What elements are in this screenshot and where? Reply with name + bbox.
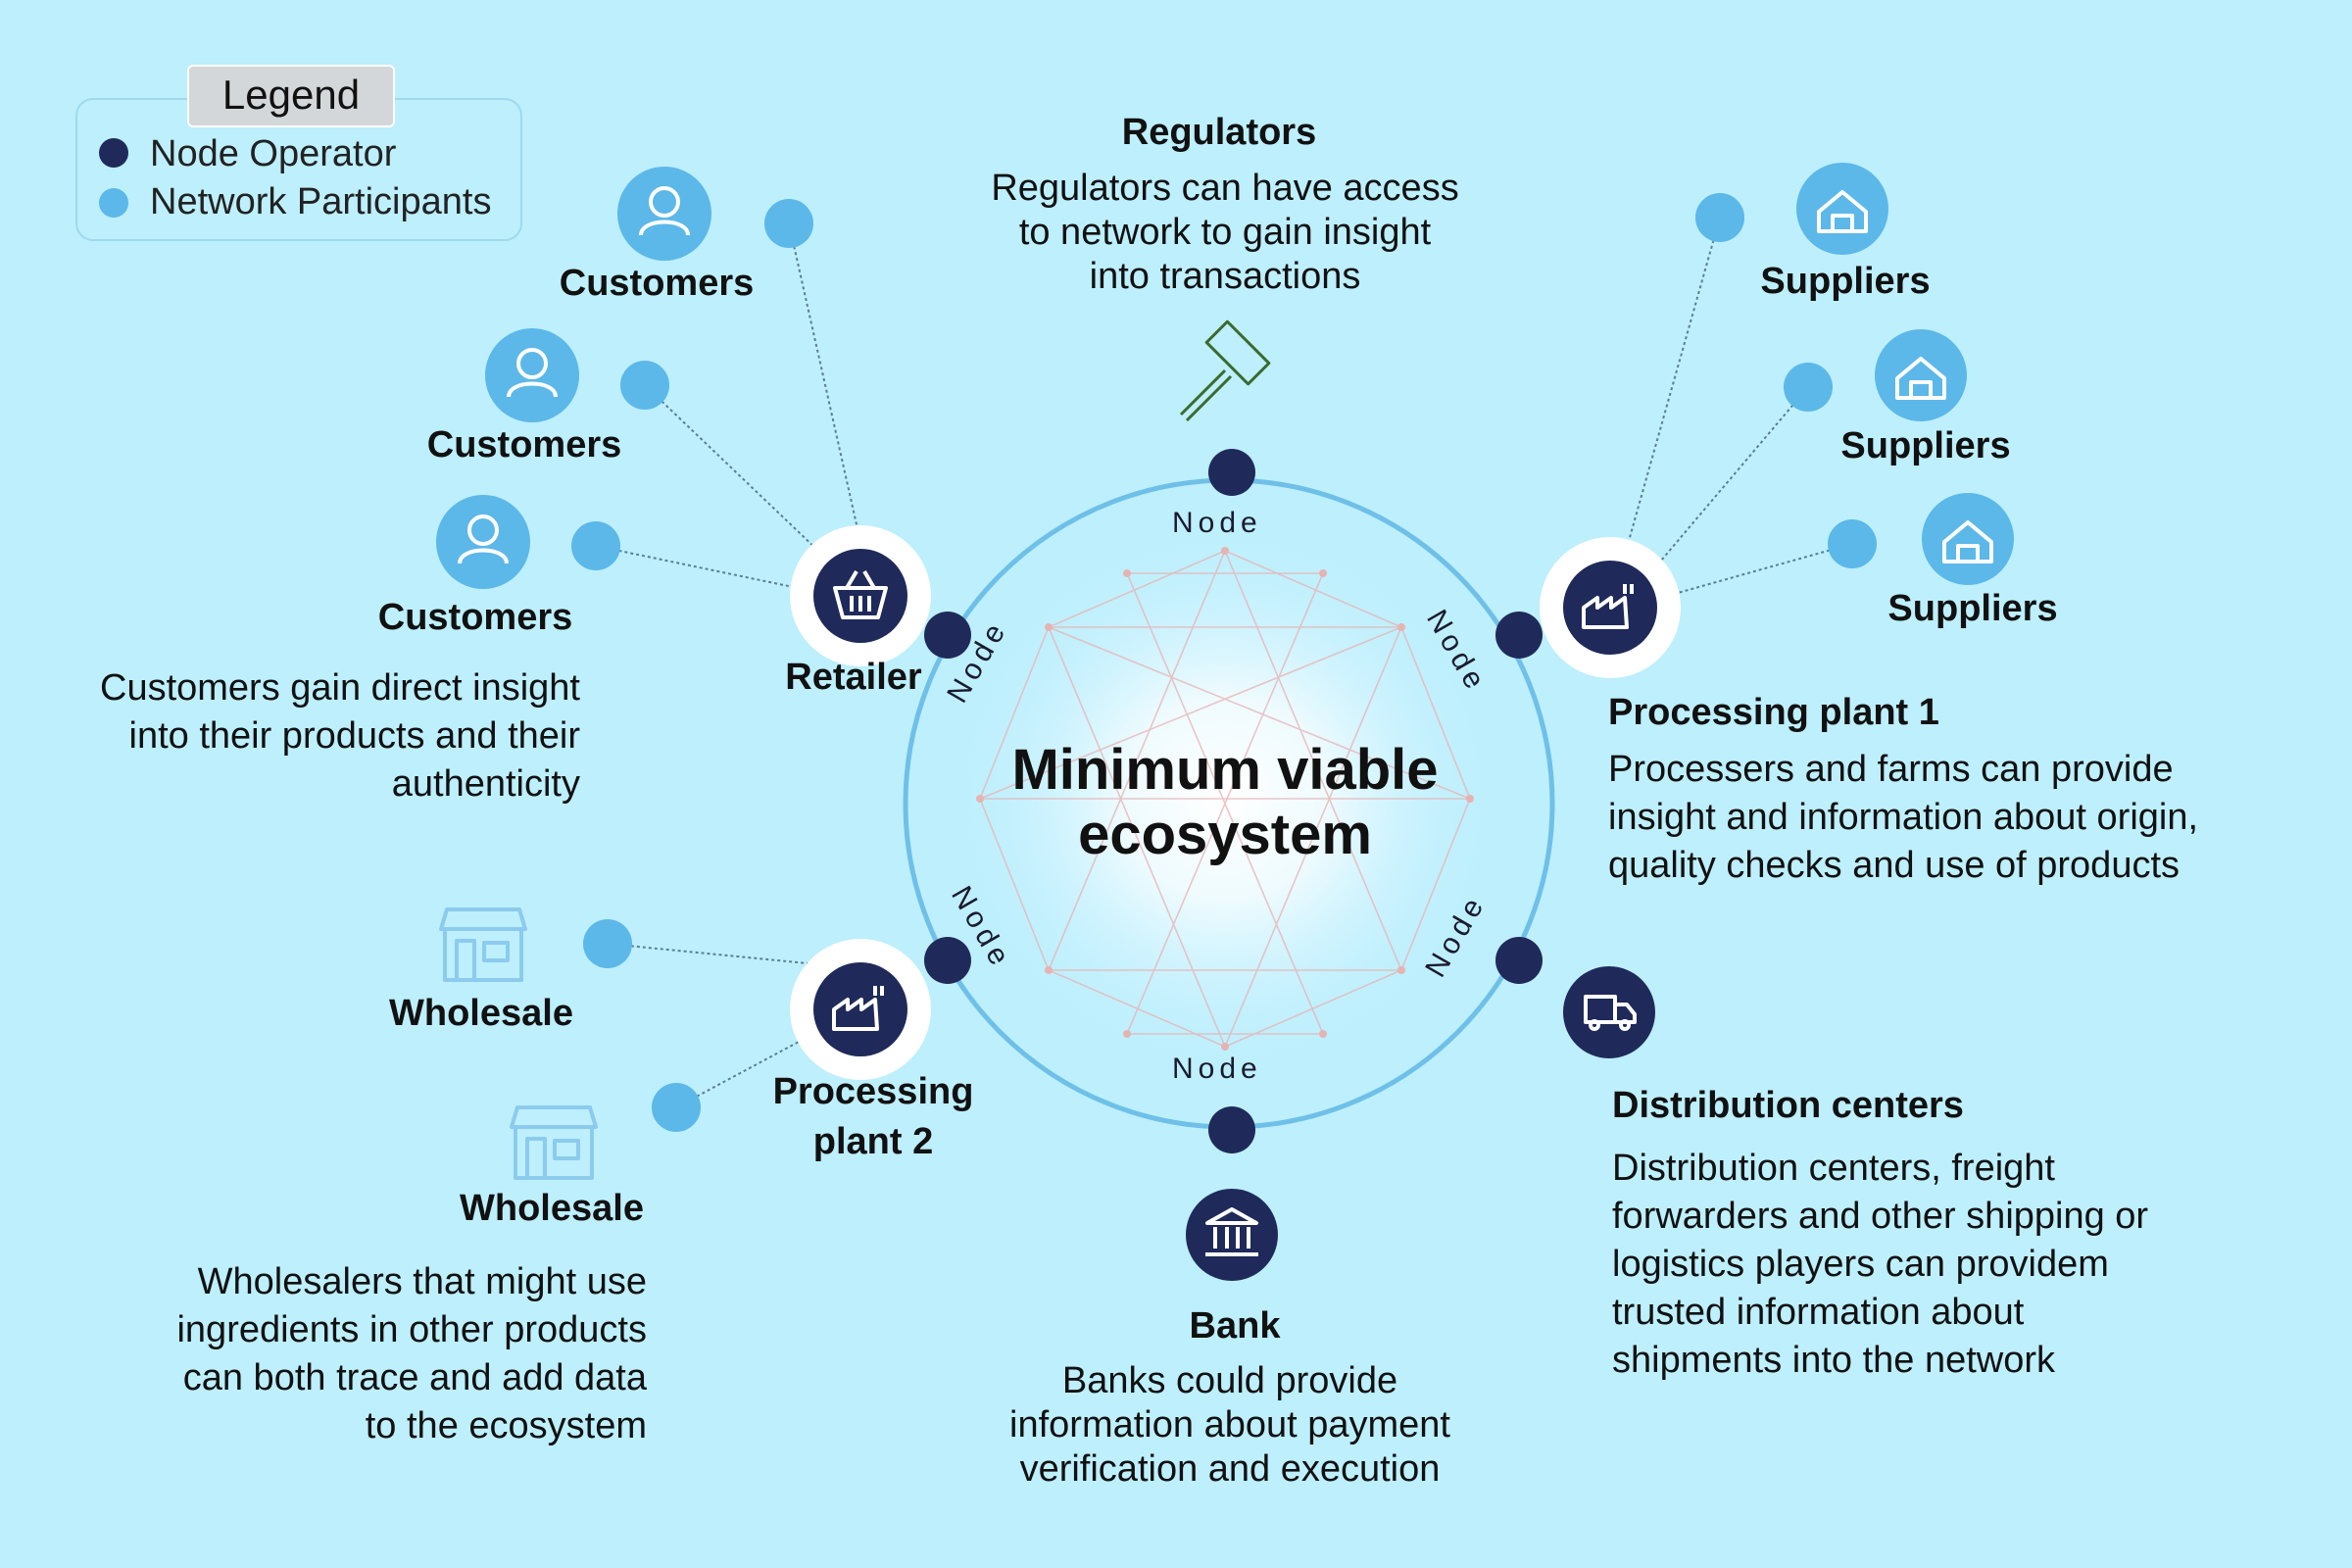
bank-icon — [1205, 1207, 1258, 1256]
node-dots — [924, 449, 1543, 1153]
center-title-line1: Minimum viable — [1011, 738, 1439, 802]
distribution-desc-line: trusted information about — [1612, 1292, 2025, 1333]
plant1-desc-line: insight and information about origin, — [1608, 797, 2199, 838]
plant1-label: Processing plant 1 — [1608, 692, 1939, 733]
regulators-title: Regulators — [1121, 112, 1317, 153]
supplier-icon-1[interactable] — [1796, 163, 1888, 255]
plant2-label-line2: plant 2 — [812, 1121, 934, 1162]
supplier-icon-2[interactable] — [1875, 329, 1967, 421]
distribution-label: Distribution centers — [1612, 1085, 1964, 1126]
barn-icon — [1895, 357, 1946, 400]
barn-icon — [1817, 190, 1868, 233]
retailer-label: Retailer — [785, 657, 922, 698]
customers-label-1: Customers — [559, 263, 755, 304]
wholesale-desc-line: ingredients in other products — [176, 1309, 647, 1350]
customers-label-2: Customers — [426, 424, 622, 466]
plant2-label: Processing plant 2 — [726, 1067, 1020, 1167]
suppliers-label-1: Suppliers — [1760, 261, 1931, 302]
plant1-desc-line: quality checks and use of products — [1608, 845, 2180, 886]
bank-label: Bank — [1189, 1305, 1281, 1347]
wholesale-label-1: Wholesale — [389, 993, 573, 1034]
bank-desc-line: information about payment — [1009, 1404, 1450, 1446]
node-label-bottom: Node — [1172, 1053, 1262, 1085]
bank-node[interactable] — [1186, 1189, 1278, 1281]
factory-icon — [832, 986, 884, 1031]
regulators-desc-line: into transactions — [1089, 256, 1361, 297]
factory-icon — [1582, 584, 1634, 629]
store-icon[interactable] — [439, 907, 527, 982]
distribution-desc-line: Distribution centers, freight — [1612, 1148, 2055, 1189]
customer-icon-2[interactable] — [485, 328, 579, 422]
bank-desc: Banks could provide information about pa… — [931, 1359, 1529, 1492]
plant2-label-line1: Processing — [772, 1071, 974, 1112]
customers-desc-line: into their products and their — [128, 715, 581, 757]
regulators-desc-line: Regulators can have access — [991, 168, 1459, 209]
truck-icon — [1584, 995, 1637, 1031]
center-mesh-points — [976, 547, 1474, 1051]
participant-dots — [571, 193, 1877, 1132]
plant1-desc: Processers and farms can provide insight… — [1608, 746, 2314, 890]
distribution-node[interactable] — [1563, 966, 1655, 1058]
regulators-desc: Regulators can have access to network to… — [931, 167, 1519, 299]
legend-title: Legend — [187, 65, 395, 127]
connector-lines — [595, 217, 1853, 1108]
distribution-desc-line: logistics players can providem — [1612, 1244, 2109, 1285]
gavel-icon — [1179, 319, 1271, 422]
barn-icon — [1942, 520, 1993, 564]
center-title-line2: ecosystem — [1078, 803, 1372, 866]
wholesale-desc: Wholesalers that might use ingredients i… — [59, 1258, 647, 1450]
basket-icon — [833, 569, 888, 619]
customer-icon-3[interactable] — [436, 495, 530, 589]
center-title: Minimum viable ecosystem — [931, 738, 1519, 867]
plant2-node[interactable] — [790, 939, 931, 1080]
regulators-desc-line: to network to gain insight — [1018, 212, 1432, 253]
distribution-desc-line: forwarders and other shipping or — [1612, 1196, 2149, 1237]
legend-network-participants: Network Participants — [150, 181, 492, 222]
legend-node-operator-dot — [99, 138, 128, 168]
person-icon — [458, 514, 509, 564]
store-icon[interactable] — [510, 1105, 598, 1180]
retailer-node[interactable] — [790, 525, 931, 666]
legend-node-operator: Node Operator — [150, 133, 397, 174]
supplier-icon-3[interactable] — [1922, 493, 2014, 585]
wholesale-desc-line: Wholesalers that might use — [197, 1261, 647, 1302]
wholesale-desc-line: to the ecosystem — [365, 1405, 647, 1446]
wholesale-desc-line: can both trace and add data — [182, 1357, 647, 1398]
plant1-node[interactable] — [1540, 537, 1681, 678]
customers-desc: Customers gain direct insight into their… — [39, 664, 580, 808]
distribution-desc-line: shipments into the network — [1612, 1340, 2056, 1381]
plant1-desc-line: Processers and farms can provide — [1608, 749, 2174, 790]
customers-desc-line: Customers gain direct insight — [100, 667, 580, 709]
distribution-desc: Distribution centers, freight forwarders… — [1612, 1145, 2318, 1385]
bank-desc-line: Banks could provide — [1061, 1360, 1398, 1401]
legend-participant-dot — [99, 188, 128, 218]
customers-desc-line: authenticity — [391, 763, 580, 805]
suppliers-label-3: Suppliers — [1887, 588, 2058, 629]
person-icon — [639, 186, 690, 236]
person-icon — [507, 348, 558, 398]
wholesale-label-2: Wholesale — [460, 1188, 644, 1229]
bank-desc-line: verification and execution — [1019, 1448, 1441, 1490]
suppliers-label-2: Suppliers — [1840, 425, 2011, 466]
customer-icon-1[interactable] — [617, 167, 711, 261]
customers-label-3: Customers — [377, 597, 573, 638]
node-label-top: Node — [1172, 507, 1262, 539]
